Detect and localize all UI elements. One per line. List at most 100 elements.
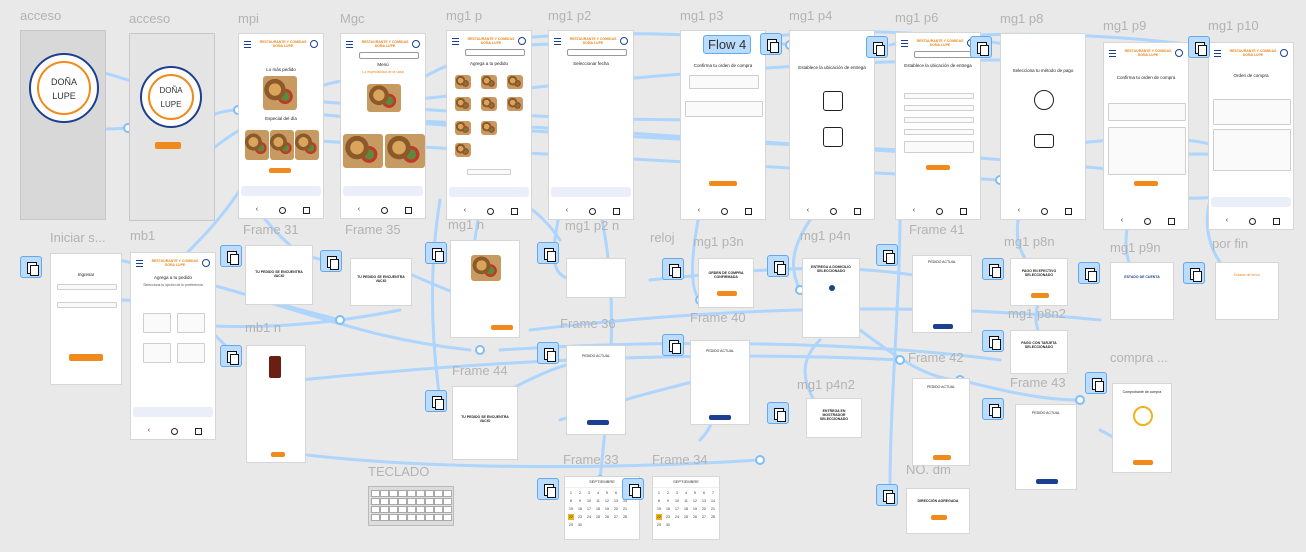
food-image[interactable] bbox=[385, 134, 425, 168]
copy-icon[interactable] bbox=[662, 334, 684, 356]
calendar-day[interactable]: 25 bbox=[596, 515, 600, 519]
calendar-day[interactable]: 19 bbox=[693, 507, 697, 511]
frame-mg1-p4n2[interactable]: ENTREGA EN MOSTRADOR SELECCIONADO bbox=[806, 398, 862, 438]
copy-icon[interactable] bbox=[537, 478, 559, 500]
keyboard-key[interactable] bbox=[371, 490, 380, 497]
menu-icon[interactable] bbox=[346, 41, 353, 48]
copy-icon[interactable] bbox=[425, 390, 447, 412]
calendar-day[interactable]: 25 bbox=[684, 515, 688, 519]
frame-mg1-n[interactable] bbox=[450, 240, 520, 338]
frame-mg1-p3[interactable]: Confirma tu orden de compra ‹ bbox=[680, 30, 766, 220]
calendar-day[interactable]: 20 bbox=[702, 507, 706, 511]
keyboard-key[interactable] bbox=[434, 514, 443, 521]
frame-acceso-1[interactable]: DOÑA LUPE bbox=[20, 30, 106, 220]
keyboard-key[interactable] bbox=[416, 490, 425, 497]
password-field[interactable] bbox=[57, 302, 117, 308]
bottom-tabs[interactable] bbox=[551, 187, 631, 197]
calendar-day[interactable]: 3 bbox=[588, 491, 590, 495]
frame-mg1-p8[interactable]: Selecciona tu método de pago ‹ bbox=[1000, 33, 1086, 220]
calendar-day[interactable]: 21 bbox=[711, 507, 715, 511]
keyboard-key[interactable] bbox=[407, 506, 416, 513]
user-icon[interactable] bbox=[310, 40, 318, 48]
calendar-day[interactable]: 12 bbox=[605, 499, 609, 503]
calendar-day[interactable]: 15 bbox=[569, 507, 573, 511]
calendar-day[interactable]: 11 bbox=[684, 499, 688, 503]
copy-icon[interactable] bbox=[760, 33, 782, 55]
keyboard-key[interactable] bbox=[398, 514, 407, 521]
frame-40[interactable]: PEDIDO ACTUAL bbox=[690, 340, 750, 425]
frame-44[interactable]: TU PEDIDO SE ENCUENTRA VACIO bbox=[452, 386, 518, 460]
copy-icon[interactable] bbox=[767, 255, 789, 277]
food-image[interactable] bbox=[270, 130, 294, 160]
menu-icon[interactable] bbox=[1214, 50, 1221, 57]
keyboard-key[interactable] bbox=[398, 498, 407, 505]
calendar-day[interactable]: 17 bbox=[587, 507, 591, 511]
copy-icon[interactable] bbox=[662, 258, 684, 280]
drink-option[interactable] bbox=[177, 313, 205, 333]
frame-mb1[interactable]: RESTAURANTE Y COMIDAS DOÑA LUPE Agrega a… bbox=[130, 252, 216, 440]
copy-icon[interactable] bbox=[20, 256, 42, 278]
frame-41[interactable]: PEDIDO ACTUAL bbox=[912, 255, 972, 333]
frame-mg1-p2-n[interactable] bbox=[566, 258, 626, 298]
frame-mb1-n[interactable] bbox=[246, 345, 306, 463]
keyboard-key[interactable] bbox=[371, 498, 380, 505]
drink-option[interactable] bbox=[177, 343, 205, 363]
calendar-day[interactable]: 15 bbox=[657, 507, 661, 511]
menu-icon[interactable] bbox=[136, 260, 143, 267]
copy-icon[interactable] bbox=[425, 242, 447, 264]
calendar-day[interactable]: 28 bbox=[711, 515, 715, 519]
calendar-day[interactable]: 29 bbox=[657, 523, 661, 527]
food-image[interactable] bbox=[455, 75, 471, 89]
email-field[interactable] bbox=[57, 284, 117, 290]
keyboard-key[interactable] bbox=[425, 490, 434, 497]
calendar-day[interactable]: 13 bbox=[702, 499, 706, 503]
calendar-day[interactable]: 14 bbox=[623, 499, 627, 503]
keyboard-key[interactable] bbox=[425, 514, 434, 521]
calendar-day[interactable]: 8 bbox=[570, 499, 572, 503]
calendar-day[interactable]: 22 bbox=[656, 514, 662, 520]
keyboard-key[interactable] bbox=[407, 498, 416, 505]
copy-icon[interactable] bbox=[622, 478, 644, 500]
user-icon[interactable] bbox=[518, 37, 526, 45]
scooter-icon[interactable] bbox=[823, 91, 843, 111]
calendar-day[interactable]: 24 bbox=[675, 515, 679, 519]
bottom-tabs[interactable] bbox=[1211, 197, 1291, 207]
store-icon[interactable] bbox=[823, 127, 843, 147]
search-input[interactable] bbox=[359, 52, 419, 59]
keyboard-key[interactable] bbox=[407, 490, 416, 497]
copy-icon[interactable] bbox=[537, 342, 559, 364]
calendar-day[interactable]: 16 bbox=[666, 507, 670, 511]
calendar-day[interactable]: 21 bbox=[623, 507, 627, 511]
keyboard-key[interactable] bbox=[389, 506, 398, 513]
food-image[interactable] bbox=[245, 130, 269, 160]
menu-icon[interactable] bbox=[452, 38, 459, 45]
calendar-day[interactable]: 9 bbox=[667, 499, 669, 503]
calendar-day[interactable]: 18 bbox=[596, 507, 600, 511]
keyboard-key[interactable] bbox=[389, 498, 398, 505]
calendar-day[interactable]: 4 bbox=[597, 491, 599, 495]
order-button[interactable] bbox=[269, 168, 291, 173]
frame-mg1-p8n2[interactable]: PAGO CON TARJETA SELECCIONADO bbox=[1010, 330, 1068, 374]
calendar-day[interactable]: 8 bbox=[658, 499, 660, 503]
flow-badge[interactable]: Flow 4 bbox=[703, 35, 752, 54]
frame-iniciar-sesion[interactable]: Ingresar bbox=[50, 253, 122, 385]
calendar-day[interactable]: 2 bbox=[667, 491, 669, 495]
calendar-day[interactable]: 26 bbox=[605, 515, 609, 519]
calendar-day[interactable]: 6 bbox=[703, 491, 705, 495]
calendar-day[interactable]: 28 bbox=[623, 515, 627, 519]
keyboard-key[interactable] bbox=[389, 514, 398, 521]
frame-mg1-p[interactable]: RESTAURANTE Y COMIDAS DOÑA LUPE Agrega a… bbox=[446, 30, 532, 220]
copy-icon[interactable] bbox=[537, 242, 559, 264]
user-icon[interactable] bbox=[1175, 49, 1183, 57]
next-button[interactable] bbox=[926, 165, 950, 170]
frame-35[interactable]: TU PEDIDO SE ENCUENTRA VACIO bbox=[350, 258, 412, 306]
keyboard-key[interactable] bbox=[434, 490, 443, 497]
copy-icon[interactable] bbox=[1183, 262, 1205, 284]
frame-mg1-p2[interactable]: RESTAURANTE Y COMIDAS DOÑA LUPE Seleccio… bbox=[548, 30, 634, 220]
frame-no-dm[interactable]: DIRECCIÓN AGREGADA bbox=[906, 488, 970, 534]
calendar-day[interactable]: 27 bbox=[702, 515, 706, 519]
calendar-day[interactable]: 2 bbox=[579, 491, 581, 495]
food-image[interactable] bbox=[455, 143, 471, 157]
keyboard-key[interactable] bbox=[371, 514, 380, 521]
drink-option[interactable] bbox=[143, 343, 171, 363]
